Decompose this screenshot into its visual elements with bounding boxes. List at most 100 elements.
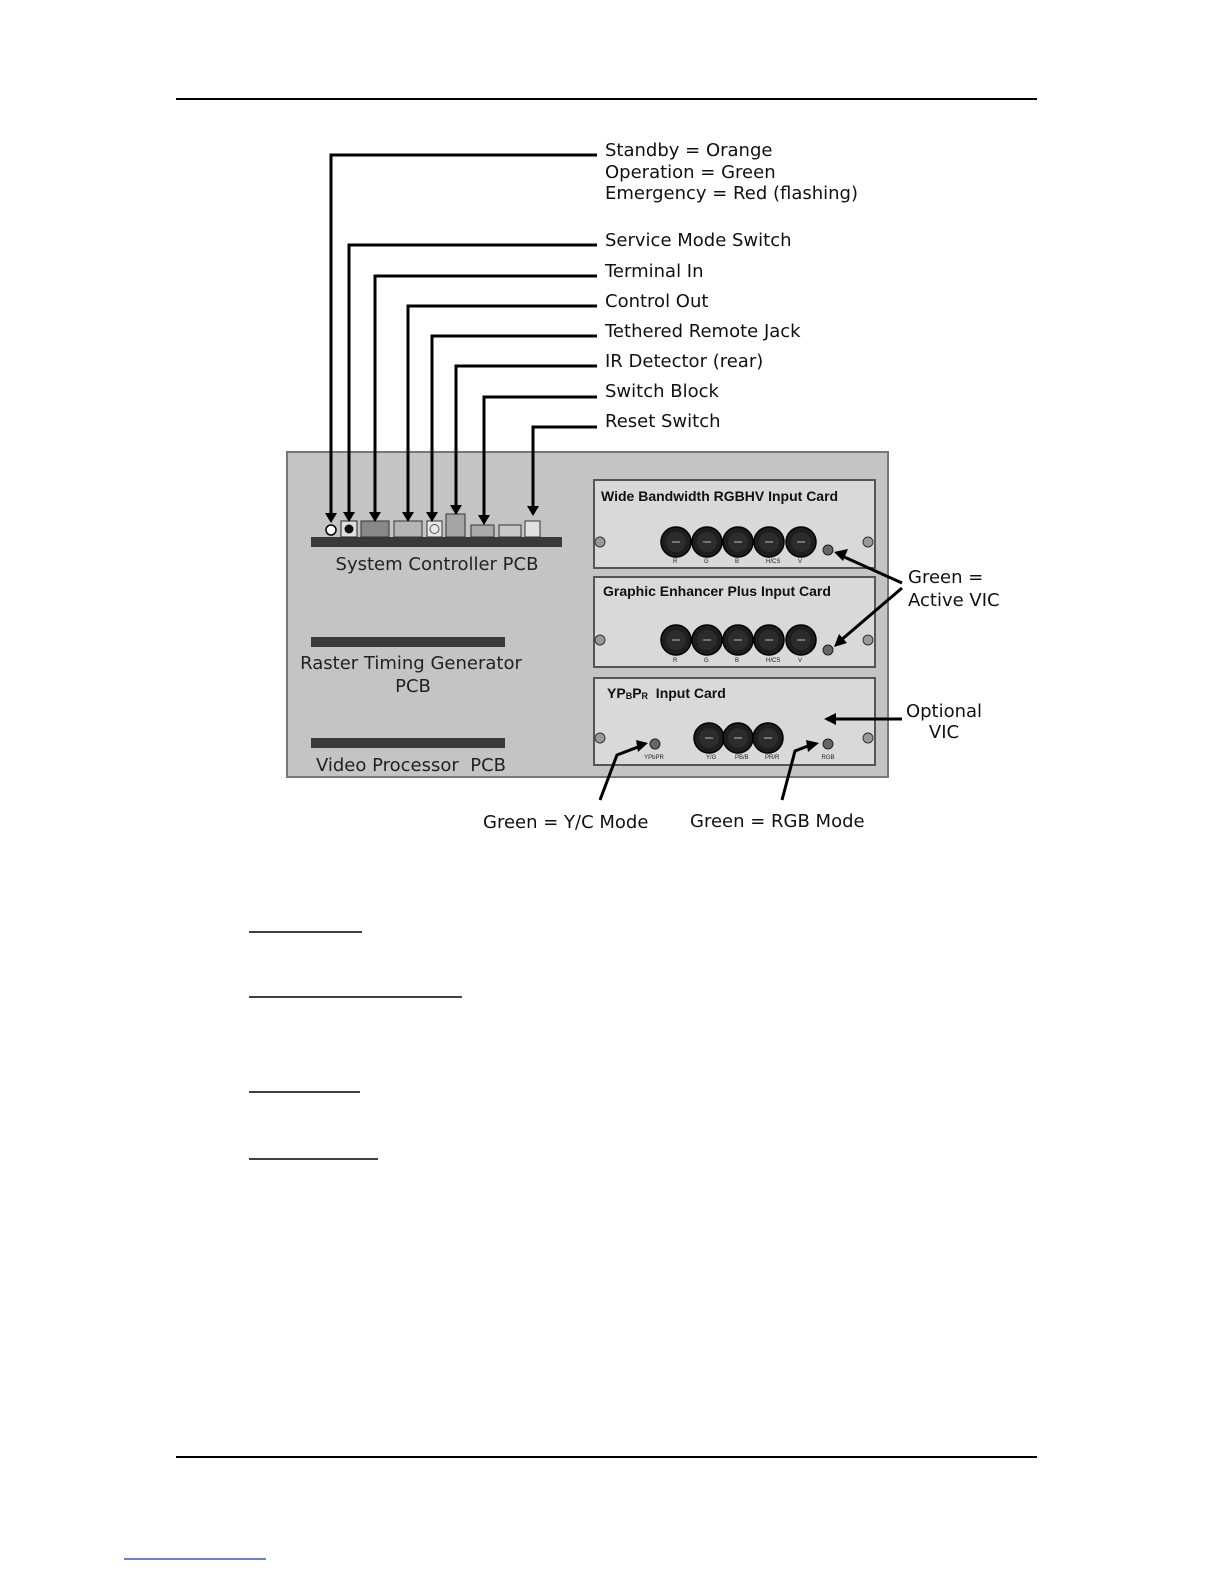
ir-detector-callout-line bbox=[454, 364, 597, 508]
rgbhv-input-card: Wide Bandwidth RGBHV Input Card R G B H/CS V bbox=[593, 479, 876, 569]
ir-detector bbox=[445, 513, 466, 538]
active-vic-label-2: Active VIC bbox=[908, 590, 1000, 611]
enhancer-active-led bbox=[822, 644, 834, 656]
bnc-connector-label: B bbox=[735, 559, 739, 565]
reset-switch bbox=[524, 520, 541, 538]
optional-vic-label-1: Optional bbox=[906, 701, 982, 722]
terminal-in-port bbox=[360, 520, 390, 538]
tethered-remote-label: Tethered Remote Jack bbox=[604, 321, 801, 342]
raster-timing-board bbox=[311, 637, 505, 647]
ypbpr-title-b: B bbox=[626, 691, 633, 701]
bnc-connector-label: H/CS bbox=[766, 559, 780, 565]
terminal-in-arrowhead bbox=[369, 512, 381, 522]
rgb-mode-arrowhead bbox=[806, 740, 819, 752]
service-mode-arrowhead bbox=[343, 512, 355, 522]
control-out-arrowhead bbox=[402, 512, 414, 522]
control-out-port bbox=[393, 520, 423, 538]
video-processor-pcb: Video Processor PCB bbox=[311, 738, 506, 776]
yc-mode-label: Green = Y/C Mode bbox=[483, 812, 648, 833]
active-vic-arrow-line-2 bbox=[839, 586, 903, 643]
bnc-connector: PR/R bbox=[752, 722, 784, 761]
bnc-connector: R bbox=[660, 624, 692, 664]
ir-detector-label: IR Detector (rear) bbox=[605, 351, 763, 372]
service-mode-label: Service Mode Switch bbox=[605, 230, 792, 251]
reset-callout-line bbox=[531, 425, 597, 513]
enhancer-connector-group: R G B H/CS V bbox=[660, 624, 817, 664]
control-out-label: Control Out bbox=[605, 291, 708, 312]
optional-vic-arrowhead bbox=[824, 713, 836, 725]
yc-mode-led bbox=[649, 738, 661, 750]
control-out-callout-line bbox=[406, 304, 597, 515]
bnc-connector-label: V bbox=[798, 658, 802, 664]
bnc-connector-label: B bbox=[735, 658, 739, 664]
tethered-remote-jack bbox=[426, 520, 443, 538]
enhancer-screw-left bbox=[594, 634, 606, 646]
ypbpr-screw-right bbox=[862, 732, 874, 744]
callout-lines bbox=[325, 153, 903, 801]
ypbpr-title-p: P bbox=[632, 685, 641, 701]
rgbhv-active-led bbox=[822, 544, 834, 556]
ir-detector-arrowhead bbox=[450, 505, 462, 515]
bnc-connector-label: PR/R bbox=[765, 755, 780, 761]
video-processor-label: Video Processor PCB bbox=[316, 755, 506, 776]
bnc-connector-label: R bbox=[673, 559, 678, 565]
terminal-in-callout-line bbox=[373, 274, 597, 515]
standby-label: Standby = Orange bbox=[605, 140, 772, 161]
tethered-remote-hole bbox=[429, 524, 440, 534]
ypbpr-title-r: R bbox=[642, 691, 649, 701]
bnc-connector-label: H/CS bbox=[766, 658, 780, 664]
service-mode-knob bbox=[344, 524, 354, 534]
optional-vic-label-2: VIC bbox=[929, 722, 959, 743]
system-controller-pcb: System Controller PCB bbox=[311, 513, 562, 575]
bnc-connector-label: G bbox=[704, 559, 709, 565]
rgb-mode-led bbox=[822, 738, 834, 750]
service-mode-callout-line bbox=[347, 243, 597, 515]
active-vic-arrowhead-2 bbox=[834, 634, 847, 647]
reset-arrowhead bbox=[527, 506, 539, 516]
video-processor-board bbox=[311, 738, 505, 748]
rgbhv-connector-group: R G B H/CS V bbox=[660, 526, 817, 565]
rgbhv-screw-left bbox=[594, 536, 606, 548]
bnc-connector: G bbox=[691, 526, 723, 565]
ypbpr-title-yp: YP bbox=[607, 685, 626, 701]
switch-block bbox=[470, 524, 495, 538]
operation-label: Operation = Green bbox=[605, 162, 776, 183]
raster-timing-pcb: Raster Timing Generator PCB bbox=[300, 637, 522, 697]
system-controller-board bbox=[311, 537, 562, 547]
ypbpr-card-title: YPBPR Input Card bbox=[607, 685, 726, 701]
status-led-callout-line bbox=[329, 153, 597, 516]
yc-mode-led-label: YPbPR bbox=[644, 755, 664, 761]
rgb-mode-label: Green = RGB Mode bbox=[690, 811, 865, 832]
switch-block-arrowhead bbox=[478, 515, 490, 525]
active-vic-label-1: Green = bbox=[908, 567, 983, 588]
rgb-mode-led-label: RGB bbox=[821, 755, 834, 761]
bnc-connector-label: G bbox=[704, 658, 709, 664]
bnc-connector: G bbox=[691, 624, 723, 664]
status-led bbox=[325, 524, 337, 536]
enhancer-card-title: Graphic Enhancer Plus Input Card bbox=[603, 583, 831, 599]
ypbpr-title-rest: Input Card bbox=[648, 685, 726, 701]
reset-label: Reset Switch bbox=[605, 411, 721, 432]
tethered-remote-callout-line bbox=[430, 334, 597, 515]
bnc-connector-label: Y/G bbox=[706, 755, 717, 761]
bnc-connector: R bbox=[660, 526, 692, 565]
rgbhv-screw-right bbox=[862, 536, 874, 548]
rgbhv-card-title: Wide Bandwidth RGBHV Input Card bbox=[601, 488, 838, 504]
switch-block-callout-line bbox=[482, 395, 597, 518]
bnc-connector-label: R bbox=[673, 658, 678, 664]
switch-block-label: Switch Block bbox=[605, 381, 719, 402]
callout-labels: Standby = Orange Operation = Green Emerg… bbox=[483, 140, 1000, 833]
enhancer-screw-right bbox=[862, 634, 874, 646]
yc-mode-arrow-line bbox=[598, 745, 639, 801]
terminal-in-label: Terminal In bbox=[604, 261, 704, 282]
raster-timing-label-1: Raster Timing Generator bbox=[300, 653, 522, 674]
active-vic-arrow-line-1 bbox=[841, 554, 903, 585]
bnc-connector: B bbox=[722, 624, 754, 664]
bnc-connector: V bbox=[785, 526, 817, 565]
enhancer-input-card: Graphic Enhancer Plus Input Card R G B H/CS… bbox=[593, 576, 876, 668]
bnc-connector: H/CS bbox=[753, 624, 785, 664]
system-controller-label: System Controller PCB bbox=[336, 554, 539, 575]
